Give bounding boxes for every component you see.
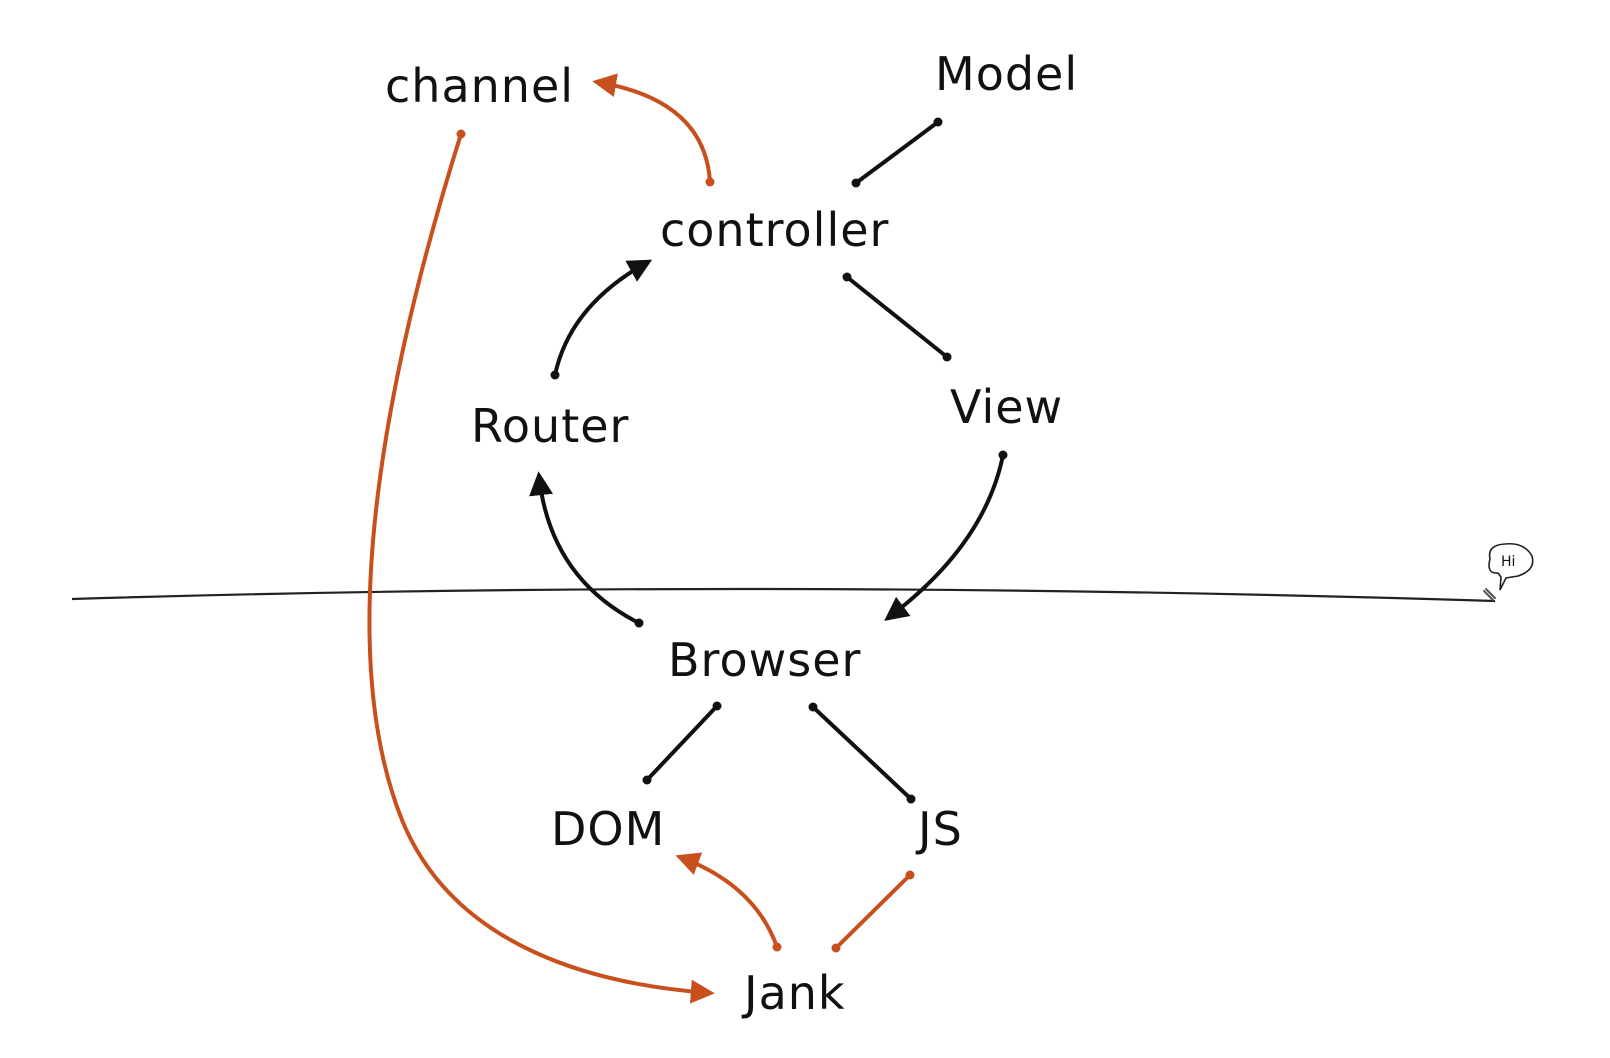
- edge-endpoint: [772, 942, 782, 952]
- edge-endpoint: [842, 272, 852, 282]
- edge-browser-dom: [645, 704, 719, 782]
- edge-js-jank: [834, 873, 912, 950]
- edge-controller-channel: [592, 73, 712, 184]
- node-channel: channel: [385, 59, 574, 113]
- node-model: Model: [935, 47, 1078, 101]
- edge-endpoint: [998, 450, 1008, 460]
- node-view: View: [950, 380, 1063, 434]
- edge-endpoint: [642, 775, 652, 785]
- edge-endpoint: [905, 870, 915, 880]
- edge-router-controller: [553, 259, 653, 377]
- node-jank: Jank: [741, 966, 846, 1020]
- edge-model-controller: [854, 120, 940, 185]
- speech-bubble: Hi: [1483, 542, 1534, 601]
- node-labels: channel Model controller Router View Bro…: [385, 47, 1078, 1020]
- edge-endpoint: [906, 794, 916, 804]
- speech-bubble-text: Hi: [1501, 554, 1515, 570]
- edge-channel-jank: [367, 132, 715, 1004]
- node-dom: DOM: [551, 802, 665, 856]
- edge-browser-js: [811, 705, 913, 801]
- node-controller: controller: [660, 203, 889, 257]
- node-router: Router: [471, 399, 629, 453]
- edge-endpoint: [831, 943, 841, 953]
- edge-endpoint: [851, 178, 861, 188]
- edge-endpoint: [712, 701, 722, 711]
- edge-endpoint: [808, 702, 818, 712]
- edge-endpoint: [550, 370, 560, 380]
- boundary-line: [71, 587, 1496, 603]
- edge-endpoint: [942, 352, 952, 362]
- edge-controller-view: [845, 275, 949, 359]
- black-edges: [529, 117, 1008, 804]
- speech-bubble-outline: [1488, 542, 1534, 591]
- edge-endpoint: [456, 129, 466, 139]
- edge-endpoint: [705, 177, 715, 187]
- edge-view-browser: [884, 453, 1005, 621]
- edge-endpoint: [634, 618, 644, 628]
- edge-jank-dom: [675, 852, 779, 949]
- node-browser: Browser: [668, 633, 861, 687]
- edge-browser-router: [529, 471, 641, 625]
- pen-icon: [1483, 588, 1496, 601]
- edge-endpoint: [933, 117, 943, 127]
- accent-edges: [367, 73, 915, 1004]
- node-js: JS: [915, 802, 963, 856]
